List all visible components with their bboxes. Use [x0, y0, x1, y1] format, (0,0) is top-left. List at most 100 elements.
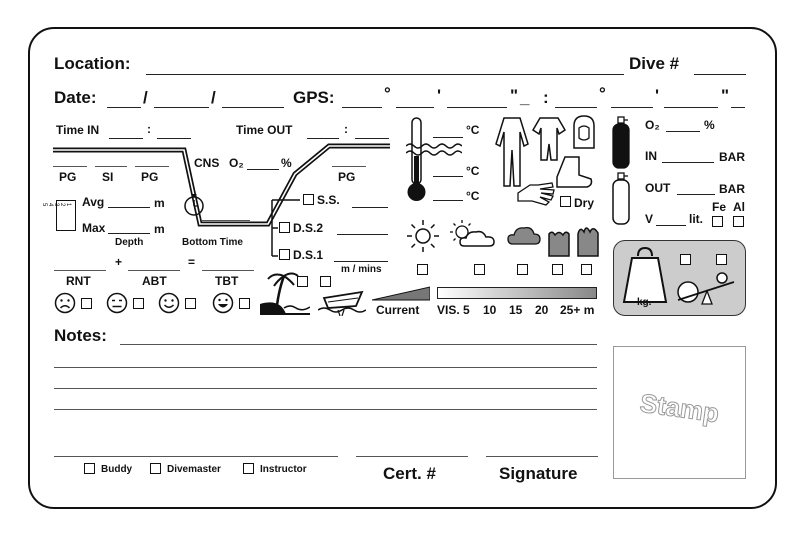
rnt-label: RNT [66, 274, 91, 288]
steel-label: Fe [712, 200, 727, 214]
pressure-in-field[interactable] [662, 162, 714, 163]
safety-stop-field[interactable] [352, 207, 388, 208]
sea-moderate-checkbox[interactable] [552, 264, 563, 275]
tbt-field[interactable] [202, 270, 254, 271]
rating-neutral-checkbox[interactable] [133, 298, 144, 309]
gps-lon-min-field[interactable] [611, 107, 653, 108]
deco-stop-1-field[interactable] [334, 261, 388, 262]
cert-number-line[interactable] [356, 456, 468, 457]
location-label: Location: [54, 54, 131, 73]
steel-tank-checkbox[interactable] [712, 216, 723, 227]
notes-line[interactable] [54, 409, 597, 410]
pg-end-field[interactable] [332, 166, 366, 167]
weight-checkbox[interactable] [680, 254, 691, 265]
moderate-waves-icon [548, 231, 570, 257]
gps-hemisphere-field[interactable] [731, 107, 745, 108]
time-in-minutes-field[interactable] [157, 138, 191, 139]
stamp-label: Stamp [638, 387, 722, 429]
abt-field[interactable] [128, 270, 180, 271]
signature-line[interactable] [486, 456, 598, 457]
vis-label: 20 [535, 303, 549, 317]
instructor-label: Instructor [260, 464, 307, 475]
dry-label: Dry [574, 196, 595, 210]
time-in-hours-field[interactable] [109, 138, 143, 139]
gps-mark: : [543, 88, 549, 107]
rnt-field[interactable] [54, 270, 106, 271]
cns-field[interactable] [247, 169, 279, 170]
shore-dive-checkbox[interactable] [297, 276, 308, 287]
date-day-field[interactable] [107, 107, 141, 108]
notes-line[interactable] [120, 344, 597, 345]
gps-lat-sec-field[interactable] [447, 107, 507, 108]
deg-c: °C [466, 123, 480, 137]
trim-checkbox[interactable] [716, 254, 727, 265]
gps-lon-deg-field[interactable] [555, 107, 597, 108]
gps-lat-min-field[interactable] [396, 107, 434, 108]
volume-label: V [645, 212, 654, 226]
dive-number-field[interactable] [694, 74, 746, 75]
time-colon: : [344, 122, 348, 136]
pressure-out-field[interactable] [677, 194, 715, 195]
boat-dive-icon [318, 290, 366, 316]
hood-icon [573, 115, 595, 149]
aluminium-tank-checkbox[interactable] [733, 216, 744, 227]
date-month-field[interactable] [154, 107, 209, 108]
rating-good-checkbox[interactable] [185, 298, 196, 309]
weather-partly-cloudy-checkbox[interactable] [474, 264, 485, 275]
plus-sign: + [115, 255, 123, 269]
date-year-field[interactable] [222, 107, 284, 108]
gps-mark: " [510, 86, 519, 105]
stamp-box[interactable]: Stamp [613, 346, 746, 479]
sea-rough-checkbox[interactable] [581, 264, 592, 275]
notes-label: Notes: [54, 326, 107, 345]
cns-percent: % [281, 156, 292, 170]
time-out-hours-field[interactable] [307, 138, 339, 139]
glove-icon [517, 182, 555, 206]
buddy-signature-line[interactable] [54, 456, 338, 457]
deg-c: °C [466, 164, 480, 178]
pg-label: PG [338, 170, 356, 184]
rating-great-checkbox[interactable] [239, 298, 250, 309]
deco-stop-2-field[interactable] [337, 234, 388, 235]
time-out-minutes-field[interactable] [355, 138, 389, 139]
time-out-label: Time OUT [236, 123, 293, 137]
gps-mark: ' [437, 86, 442, 105]
m-mins-caption: m / mins [341, 264, 382, 275]
air-temp-field[interactable] [433, 137, 463, 138]
tank-o2-field[interactable] [666, 131, 700, 132]
weather-sunny-checkbox[interactable] [417, 264, 428, 275]
volume-field[interactable] [656, 225, 686, 226]
bottom-time-field[interactable] [202, 220, 250, 221]
pg-label: PG [141, 170, 159, 184]
pg-start-field[interactable] [53, 166, 87, 167]
pg-mid-field[interactable] [135, 166, 169, 167]
gps-lat-deg-field[interactable] [342, 107, 382, 108]
weather-cloudy-checkbox[interactable] [517, 264, 528, 275]
avg-depth-field[interactable] [108, 207, 150, 208]
gps-lon-sec-field[interactable] [664, 107, 718, 108]
drysuit-checkbox[interactable] [560, 196, 571, 207]
buddy-checkbox[interactable] [84, 463, 95, 474]
surface-temp-field[interactable] [433, 176, 463, 177]
visibility-scale-bar[interactable] [437, 287, 597, 299]
avg-depth-label: Avg [82, 195, 105, 209]
rating-sad-checkbox[interactable] [81, 298, 92, 309]
time-in-label: Time IN [56, 123, 100, 137]
divemaster-checkbox[interactable] [150, 463, 161, 474]
si-field[interactable] [95, 166, 127, 167]
notes-line[interactable] [54, 388, 597, 389]
deco-stop-1-label: D.S.1 [293, 248, 324, 262]
neutral-face-icon [106, 292, 128, 314]
instructor-checkbox[interactable] [243, 463, 254, 474]
safety-stop-checkbox[interactable] [303, 194, 314, 205]
bottom-temp-field[interactable] [433, 200, 463, 201]
deco-stop-2-checkbox[interactable] [279, 222, 290, 233]
thermometer-icon [407, 117, 426, 201]
location-field[interactable] [146, 74, 624, 75]
max-depth-field[interactable] [108, 233, 150, 234]
signature-label: Signature [499, 464, 578, 483]
deco-stop-1-checkbox[interactable] [279, 249, 290, 260]
notes-line[interactable] [54, 367, 597, 368]
tank-icon [612, 116, 630, 169]
boat-dive-checkbox[interactable] [320, 276, 331, 287]
